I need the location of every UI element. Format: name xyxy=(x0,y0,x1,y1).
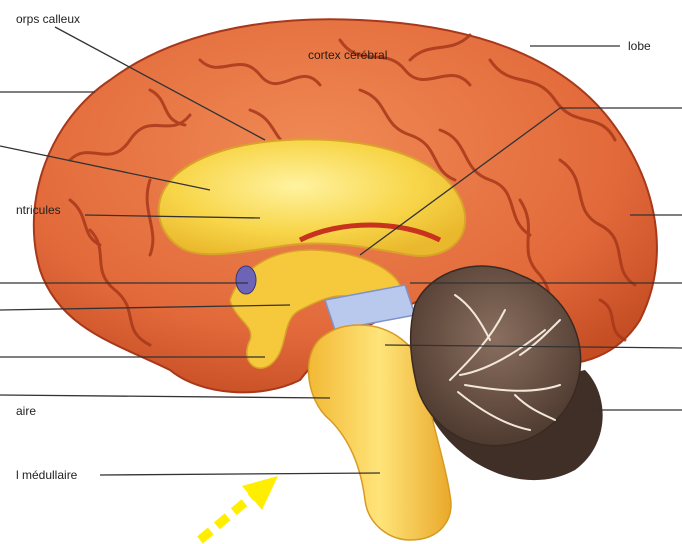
label-aire: aire xyxy=(16,404,36,418)
label-cortex: cortex cérébral xyxy=(308,48,387,62)
label-corps-calleux: orps calleux xyxy=(16,12,80,26)
label-ventricules: ntricules xyxy=(16,203,61,217)
label-medullaire: l médullaire xyxy=(16,468,77,482)
label-lobe: lobe xyxy=(628,39,651,53)
optic-region xyxy=(236,266,256,294)
pointer-arrow xyxy=(200,476,278,540)
